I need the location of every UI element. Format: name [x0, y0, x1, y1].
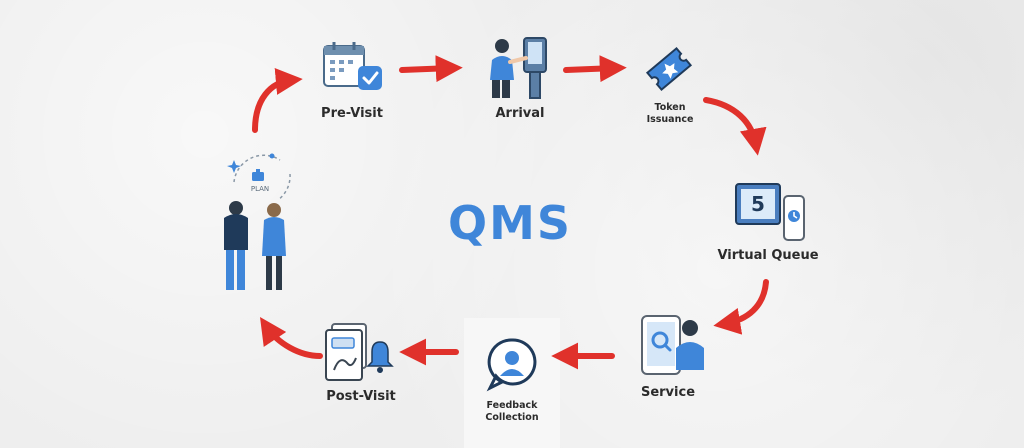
kiosk-arrival-icon	[490, 37, 547, 99]
feedback-chat-icon	[486, 338, 537, 392]
virtual-queue-icon	[735, 183, 805, 241]
arrow-previsit-to-arrival	[399, 55, 463, 83]
stage-label-virtual-queue: Virtual Queue	[717, 248, 819, 263]
service-desk-icon	[641, 315, 704, 375]
diagram-title: QMS	[447, 196, 572, 250]
planning-people-icon	[224, 153, 291, 290]
calendar-icon	[323, 42, 382, 90]
token-label-line1: Token	[654, 102, 686, 113]
plan-label: PLAN	[250, 185, 270, 193]
arrow-plan-to-previsit	[252, 68, 303, 133]
stage-label-service: Service	[640, 385, 696, 400]
stage-label-post-visit: Post-Visit	[326, 389, 396, 404]
ticket-icon	[645, 46, 693, 92]
arrow-arrival-to-token	[563, 55, 627, 83]
feedback-label-line1: Feedback	[486, 400, 538, 411]
post-visit-icon	[325, 323, 394, 381]
queue-number: 5	[751, 192, 765, 216]
arrow-queue-to-service	[713, 279, 769, 335]
stage-label-feedback-collection: Feedback Collection	[470, 400, 554, 424]
arrow-token-to-queue	[703, 97, 767, 156]
stage-label-pre-visit: Pre-Visit	[321, 106, 383, 121]
feedback-label-line2: Collection	[485, 412, 539, 423]
stage-label-token-issuance: Token Issuance	[630, 102, 710, 126]
stage-label-arrival: Arrival	[495, 106, 545, 121]
token-label-line2: Issuance	[646, 114, 694, 125]
arrow-postvisit-to-plan	[260, 317, 323, 359]
